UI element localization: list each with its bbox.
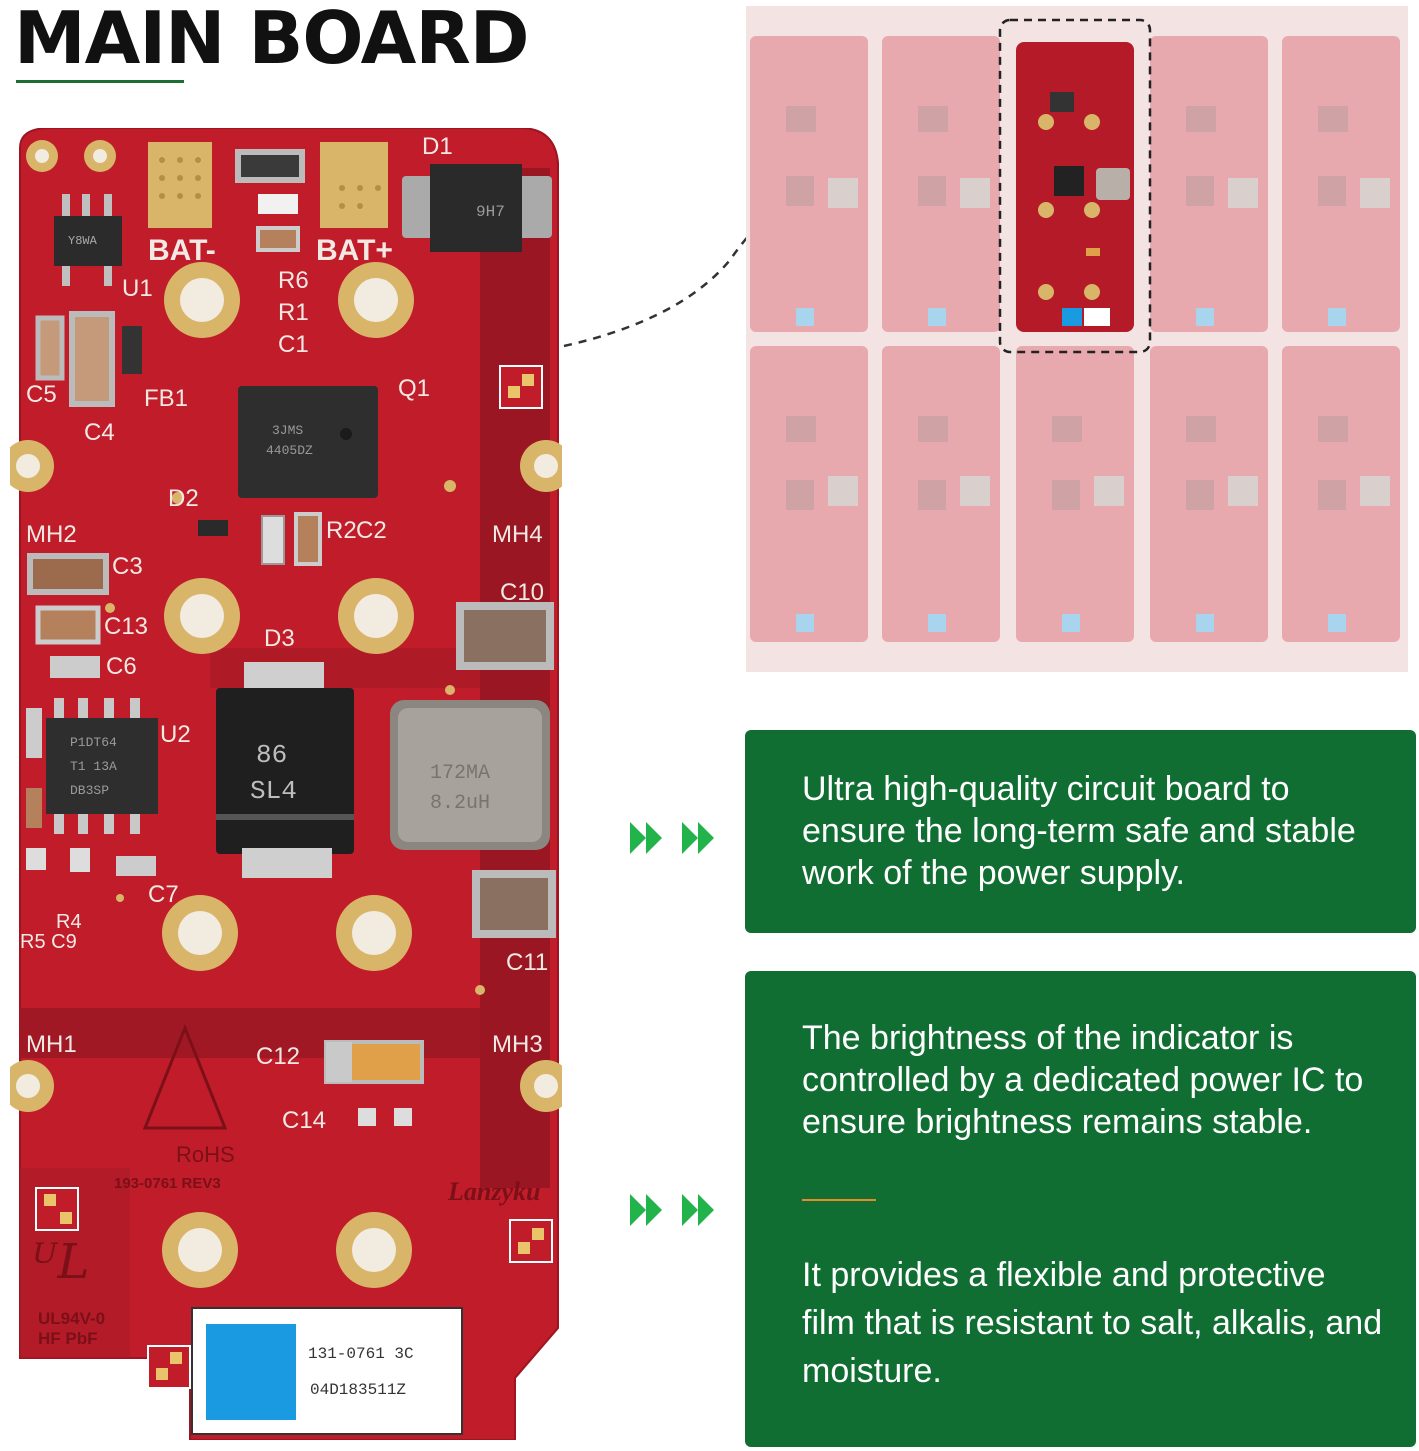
brand-mark: Lanzyku xyxy=(447,1177,540,1206)
rohs-mark: RoHS xyxy=(176,1142,235,1167)
silk-label: C12 xyxy=(256,1043,300,1070)
chip-text: 86 xyxy=(256,740,287,770)
silk-label: MH4 xyxy=(492,521,543,548)
silk-label: D2 xyxy=(168,485,199,512)
silk-label: MH2 xyxy=(26,521,77,548)
silk-label: U2 xyxy=(160,721,191,748)
silk-label: U1 xyxy=(122,275,153,302)
feature-text: The brightness of the indicator is contr… xyxy=(802,1019,1364,1141)
chip-text: DB3SP xyxy=(70,783,109,798)
chip-text: SL4 xyxy=(250,776,297,806)
silk-label: C7 xyxy=(148,881,179,908)
svg-text:ᵁL: ᵁL xyxy=(32,1234,89,1290)
silk-label: R2 xyxy=(326,517,357,544)
silk-label: C11 xyxy=(506,949,548,976)
sticker-line-1: 131-0761 3C xyxy=(308,1345,414,1363)
silk-label: C4 xyxy=(84,419,115,446)
sticker-swatch xyxy=(206,1324,296,1420)
silk-label: BAT+ xyxy=(316,234,393,267)
main-board-image: ᵁL D1 BAT- BAT+ R6 R1 C1 U1 C5 FB1 C4 Q1… xyxy=(10,128,562,1440)
revision-label: 193-0761 REV3 xyxy=(114,1175,221,1192)
silk-label: MH1 xyxy=(26,1031,77,1058)
sticker-line-2: 04D183511Z xyxy=(310,1381,406,1399)
silk-label: R4 xyxy=(56,911,82,933)
feature-text: It provides a flexible and protective fi… xyxy=(802,1256,1383,1390)
chip-text: 172MA xyxy=(430,762,490,785)
title-underline xyxy=(16,80,184,83)
double-arrow-icon xyxy=(628,818,723,858)
silk-label: C2 xyxy=(356,517,387,544)
feature-text: Ultra high-quality circuit board to ensu… xyxy=(802,770,1356,892)
silk-label: C3 xyxy=(112,553,143,580)
silk-label: C14 xyxy=(282,1107,326,1134)
pcb-panel-image xyxy=(746,6,1408,672)
silk-label: Q1 xyxy=(398,375,430,402)
silk-label: R6 xyxy=(278,267,309,294)
silk-label: MH3 xyxy=(492,1031,543,1058)
silk-label: FB1 xyxy=(144,385,188,412)
chip-text: 3JMS xyxy=(272,423,303,438)
silk-label: D1 xyxy=(422,133,453,160)
hf-label: HF PbF xyxy=(38,1329,98,1348)
chip-text: 9H7 xyxy=(476,203,505,221)
silk-label: C10 xyxy=(500,579,544,606)
accent-divider xyxy=(802,1199,876,1201)
chip-text: 8.2uH xyxy=(430,792,490,815)
feature-card-brightness: The brightness of the indicator is contr… xyxy=(745,971,1416,1447)
silk-label: C6 xyxy=(106,653,137,680)
silk-label: D3 xyxy=(264,625,295,652)
silk-label: C13 xyxy=(104,613,148,640)
silk-label: R1 xyxy=(278,299,309,326)
ul-label: UL94V-0 xyxy=(38,1309,105,1328)
silk-label: BAT- xyxy=(148,234,216,267)
page-title: MAIN BOARD xyxy=(14,0,530,80)
silk-label: C5 xyxy=(26,381,57,408)
chip-text: P1DT64 xyxy=(70,735,117,750)
double-arrow-icon xyxy=(628,1190,723,1230)
chip-text: T1 13A xyxy=(70,759,117,774)
chip-text: Y8WA xyxy=(68,234,98,248)
silk-label: C1 xyxy=(278,331,309,358)
silk-label: R5 C9 xyxy=(20,931,77,953)
feature-card-quality: Ultra high-quality circuit board to ensu… xyxy=(745,730,1416,933)
chip-text: 4405DZ xyxy=(266,443,313,458)
